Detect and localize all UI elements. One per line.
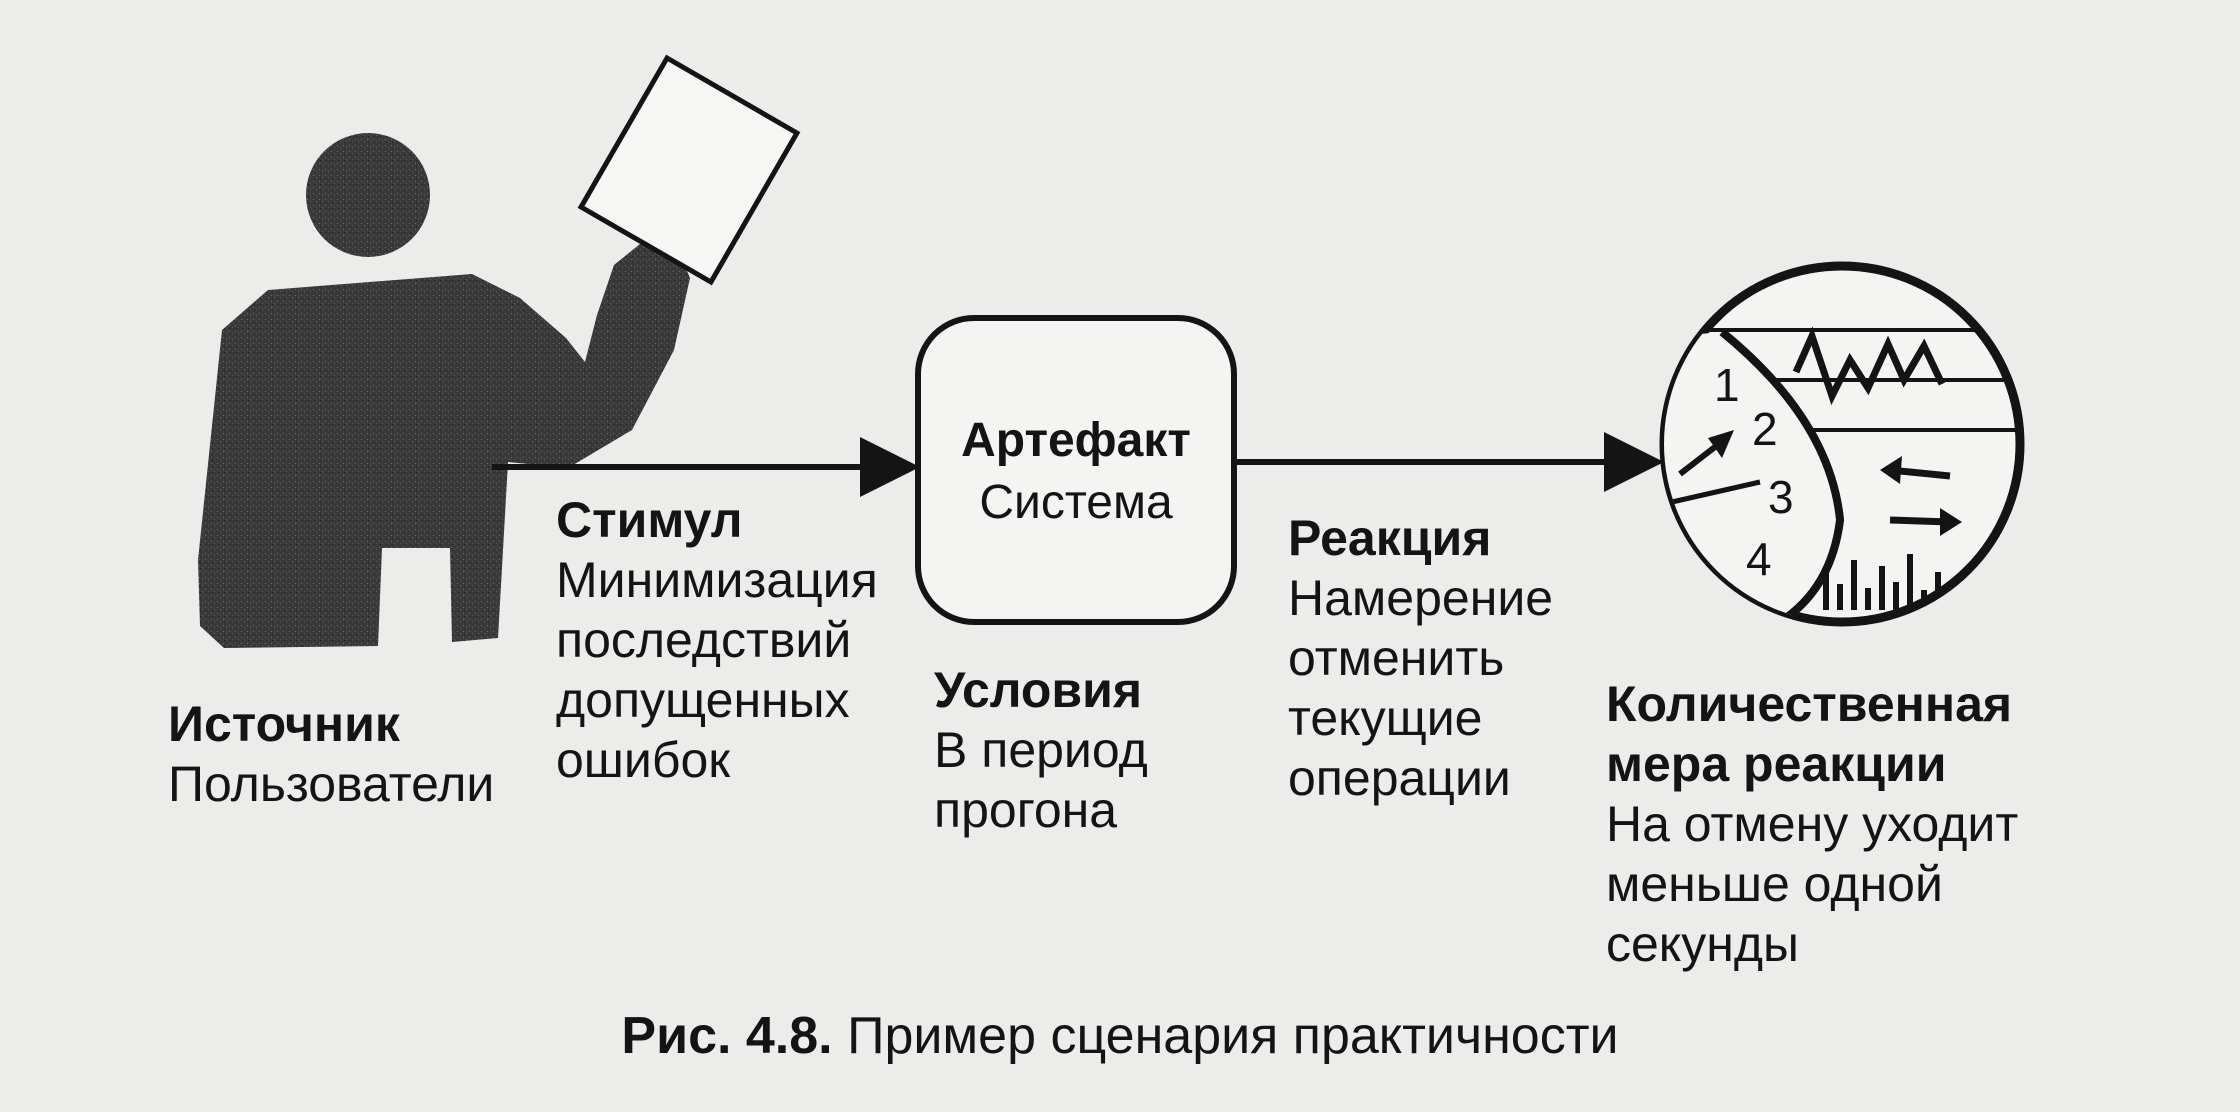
artifact-label: Артефакт Система — [918, 410, 1234, 534]
response-line: отменить — [1288, 630, 1505, 686]
measure-heading-line: мера реакции — [1606, 736, 1947, 792]
gauge-number-2: 2 — [1752, 403, 1778, 455]
artifact-heading: Артефакт — [961, 414, 1191, 467]
response-label: Реакция Намерение отменить текущие опера… — [1288, 508, 1553, 808]
source-text: Пользователи — [168, 756, 495, 812]
environment-label: Условия В период прогона — [934, 660, 1148, 840]
user-head — [306, 133, 430, 257]
artifact-box — [915, 315, 1237, 625]
measure-line: На отмену уходит — [1606, 796, 2019, 852]
paper-sheet-icon — [577, 54, 801, 286]
user-body — [198, 244, 690, 648]
gauge-number-4: 4 — [1746, 533, 1772, 585]
artifact-text: Система — [979, 476, 1173, 529]
stimulus-label: Стимул Минимизация последствий допущенны… — [556, 490, 878, 790]
stimulus-line: допущенных — [556, 672, 850, 728]
caption-label: Рис. 4.8. — [621, 1007, 833, 1065]
environment-line: прогона — [934, 782, 1118, 838]
measure-line: меньше одной — [1606, 856, 1943, 912]
response-heading: Реакция — [1288, 510, 1492, 566]
response-line: операции — [1288, 750, 1511, 806]
measure-heading-line: Количественная — [1606, 676, 2013, 732]
source-label: Источник Пользователи — [168, 694, 494, 814]
measure-label: Количественная мера реакции На отмену ух… — [1606, 674, 2018, 974]
stimulus-heading: Стимул — [556, 492, 743, 548]
user-figure-icon — [198, 54, 801, 648]
caption-text: Пример сценария практичности — [847, 1007, 1619, 1065]
gauge-number-1: 1 — [1714, 359, 1740, 411]
measure-line: секунды — [1606, 916, 1799, 972]
stimulus-line: ошибок — [556, 732, 731, 788]
environment-line: В период — [934, 722, 1148, 778]
figure-caption: Рис. 4.8. Пример сценария практичности — [0, 1004, 2240, 1068]
stimulus-line: Минимизация — [556, 552, 878, 608]
stimulus-line: последствий — [556, 612, 852, 668]
response-measure-gauge-icon — [1659, 261, 2025, 627]
environment-heading: Условия — [934, 662, 1143, 718]
response-line: Намерение — [1288, 570, 1554, 626]
source-heading: Источник — [168, 696, 400, 752]
response-line: текущие — [1288, 690, 1483, 746]
gauge-number-3: 3 — [1768, 471, 1794, 523]
